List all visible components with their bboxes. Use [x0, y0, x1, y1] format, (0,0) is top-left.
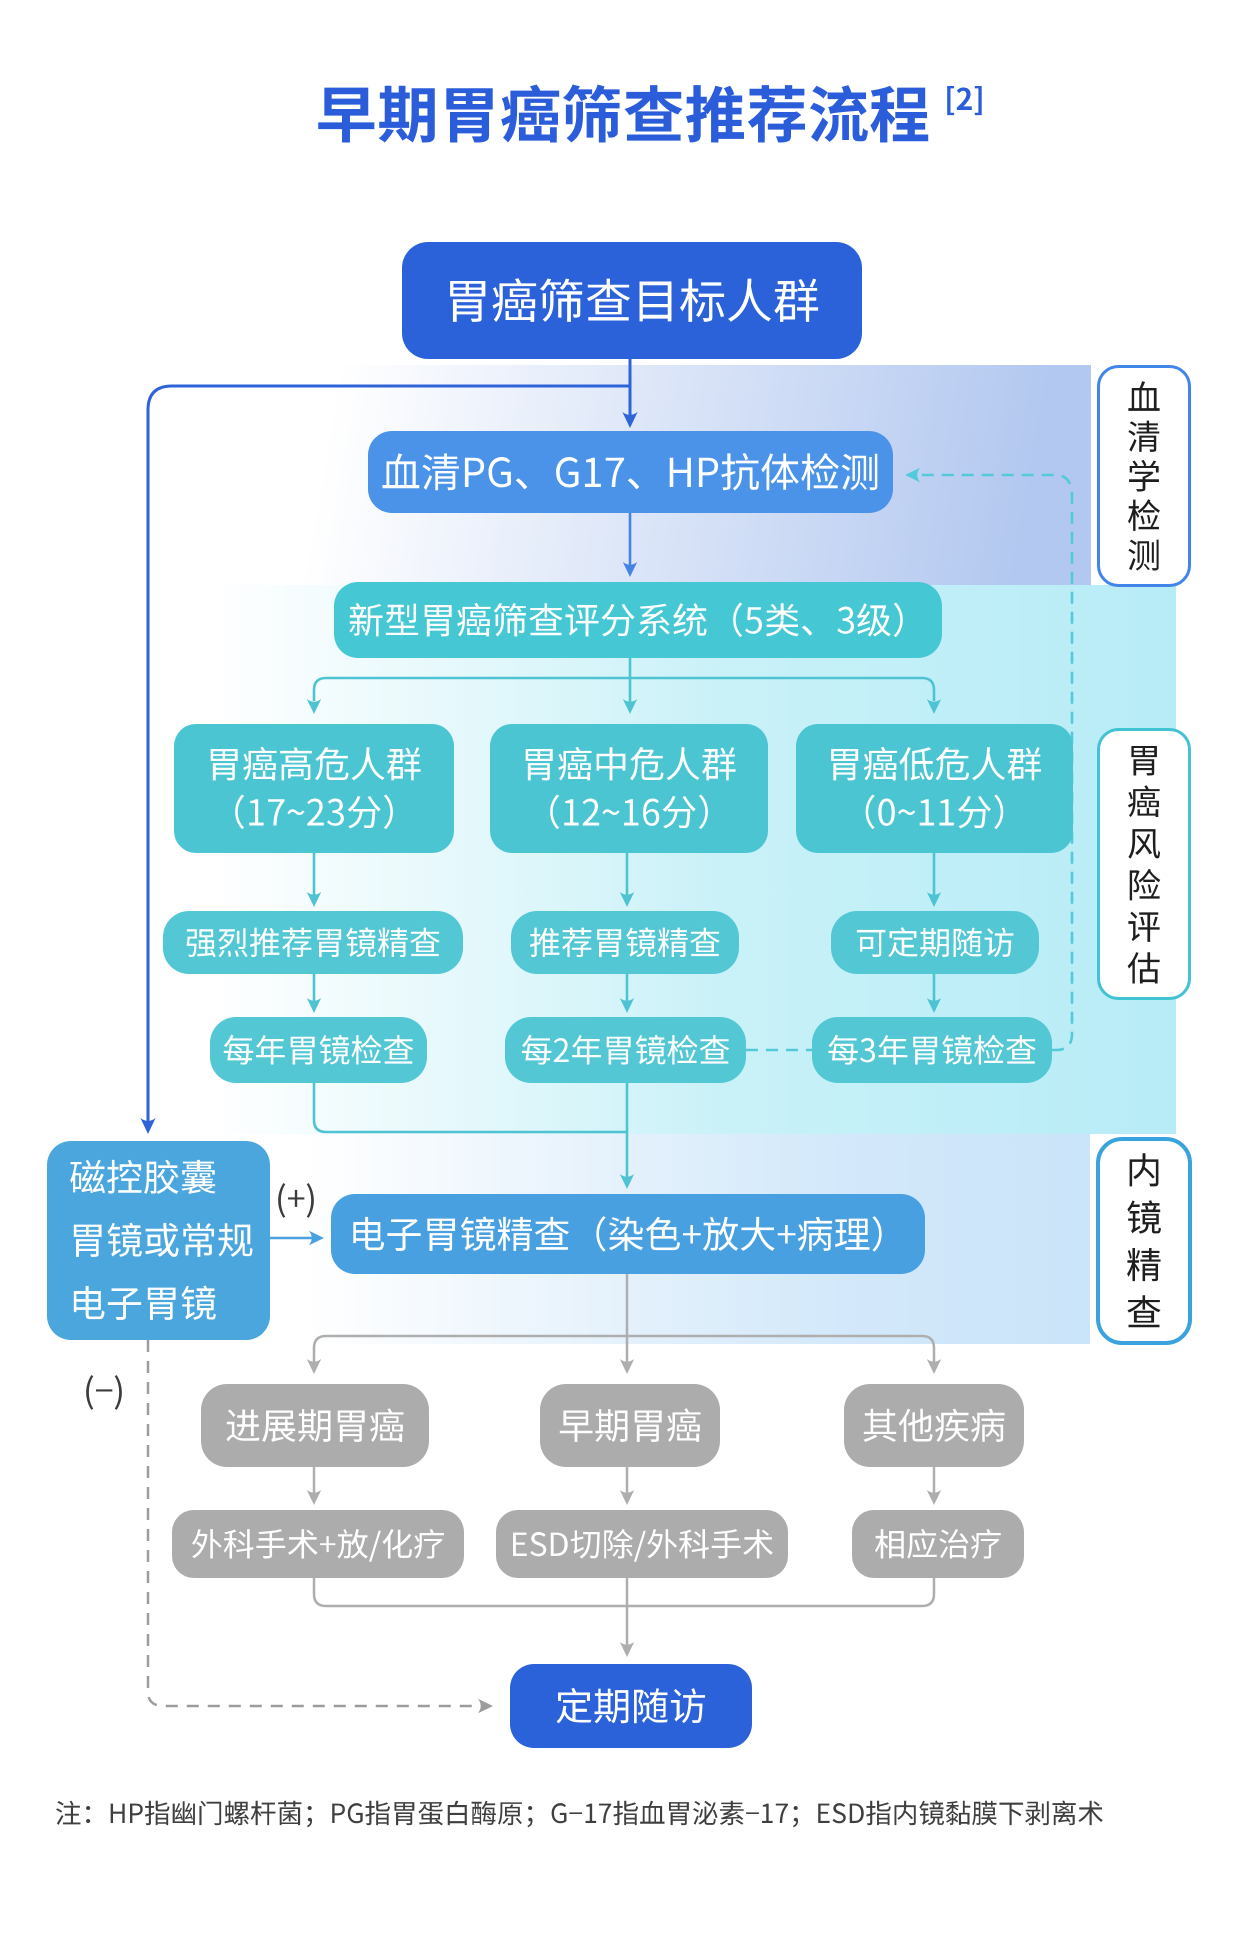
stage-label-endoscopy-glyphs: [1096, 1137, 1192, 1345]
node-risk-high-glyphs: [210, 746, 421, 830]
node-detailed-endoscopy: 电子胃镜精查（染色+放大+病理）: [331, 1194, 925, 1274]
positive-sign-glyphs: [278, 1183, 314, 1218]
node-outcome-other: 其他疾病: [844, 1384, 1024, 1467]
node-surv-high-glyphs: [223, 1034, 414, 1065]
node-risk-medium: 胃癌中危人群（12~16分）: [490, 724, 768, 853]
node-followup: 定期随访: [510, 1664, 752, 1748]
node-treat-early-glyphs: [513, 1528, 773, 1562]
line-surv-merge-left: [312, 1083, 627, 1134]
node-risk-low-glyphs: [831, 746, 1042, 830]
node-risk-low: 胃癌低危人群（0~11分）: [796, 724, 1073, 853]
node-followup-glyphs: [556, 1687, 706, 1724]
node-target-population-glyphs: [450, 278, 819, 322]
node-reco-high-glyphs: [186, 927, 440, 958]
node-reco-medium: 推荐胃镜精查: [511, 911, 739, 974]
footnote-glyphs: [56, 1800, 1103, 1828]
node-risk-medium-glyphs: [525, 746, 736, 830]
node-target-population: 胃癌筛查目标人群: [402, 242, 862, 359]
page-title: 早期胃癌筛查推荐流程[2]: [0, 0, 1250, 170]
node-treat-other: 相应治疗: [852, 1510, 1024, 1578]
line-endoscopy-split-bar: [312, 1334, 936, 1363]
node-treat-advanced-glyphs: [192, 1529, 444, 1562]
node-surv-medium-glyphs: [521, 1034, 730, 1065]
negative-sign-glyphs: [86, 1375, 122, 1410]
negative-sign-label: (−): [64, 1360, 144, 1420]
node-surv-low-glyphs: [828, 1034, 1036, 1065]
stage-label-serology-glyphs: [1097, 365, 1191, 587]
node-serology-test: 血清PG、G17、HP抗体检测: [368, 431, 893, 513]
node-surv-low: 每3年胃镜检查: [812, 1017, 1052, 1083]
node-surv-medium: 每2年胃镜检查: [505, 1017, 746, 1083]
node-risk-high: 胃癌高危人群（17~23分）: [174, 724, 454, 853]
node-scoring-system: 新型胃癌筛查评分系统（5类、3级）: [334, 582, 942, 658]
line-target-to-capsule: [146, 384, 630, 1122]
stage-label-endoscopy: 内镜精查: [1096, 1137, 1192, 1345]
node-outcome-other-glyphs: [863, 1408, 1005, 1442]
dash-feedback-to-serology: [917, 473, 1074, 1052]
node-reco-high: 强烈推荐胃镜精查: [163, 911, 463, 974]
node-capsule-endoscopy-glyphs: [70, 1159, 253, 1320]
node-outcome-advanced: 进展期胃癌: [201, 1384, 429, 1467]
positive-sign-label: (+): [256, 1168, 336, 1228]
node-reco-medium-glyphs: [529, 927, 720, 958]
stage-label-risk-glyphs: [1097, 728, 1191, 1000]
node-outcome-advanced-glyphs: [226, 1408, 404, 1442]
node-treat-early: ESD切除/外科手术: [496, 1510, 788, 1578]
node-reco-low: 可定期随访: [831, 911, 1039, 974]
node-capsule-endoscopy: 磁控胶囊胃镜或常规电子胃镜: [47, 1141, 270, 1340]
node-outcome-early: 早期胃癌: [540, 1384, 720, 1467]
footnote: 注：HP指幽门螺杆菌；PG指胃蛋白酶原；G−17指血胃泌素−17；ESD指内镜黏…: [0, 1780, 1250, 1840]
node-outcome-early-glyphs: [559, 1408, 701, 1442]
node-reco-low-glyphs: [856, 927, 1014, 958]
page-title-glyphs: [318, 84, 982, 143]
line-scoring-split-bar: [312, 676, 936, 701]
node-treat-advanced: 外科手术+放/化疗: [172, 1510, 464, 1578]
node-scoring-system-glyphs: [349, 602, 903, 638]
node-detailed-endoscopy-glyphs: [353, 1216, 882, 1252]
stage-label-risk: 胃癌风险评估: [1097, 728, 1191, 1000]
node-serology-test-glyphs: [382, 453, 878, 491]
node-treat-other-glyphs: [874, 1528, 1001, 1559]
node-surv-high: 每年胃镜检查: [210, 1017, 427, 1083]
dash-capsule-negative-to-followup: [146, 1340, 479, 1708]
stage-label-serology: 血清学检测: [1097, 365, 1191, 587]
line-treatment-merge-bar: [312, 1578, 936, 1608]
